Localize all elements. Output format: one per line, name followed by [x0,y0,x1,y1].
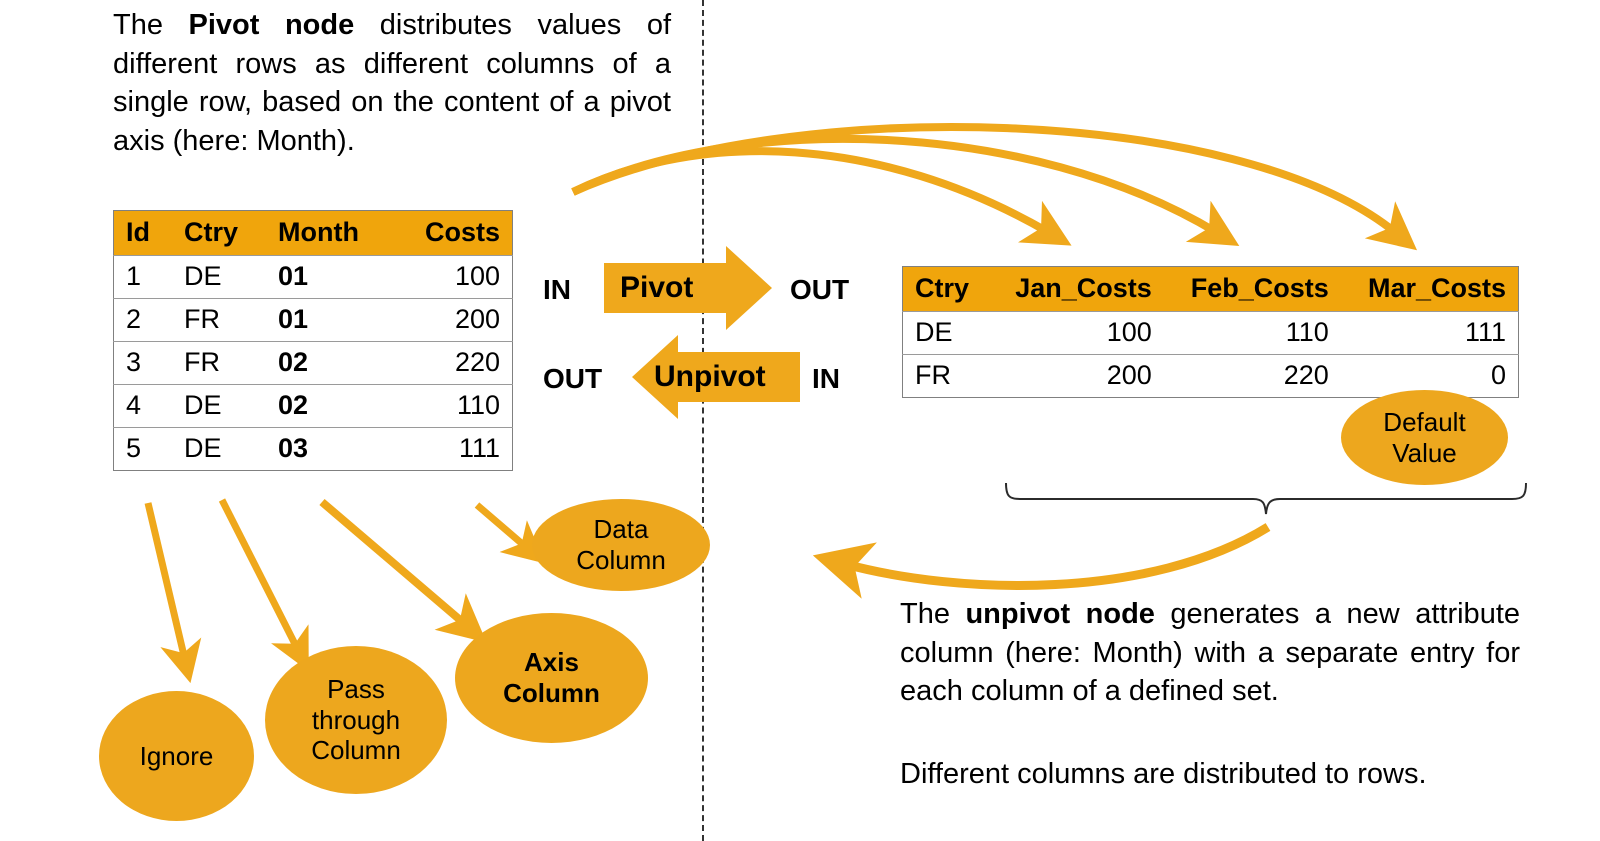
unpivot-desc-lead: The [900,598,966,630]
cell-mar: 0 [1340,354,1519,398]
default-value-line1: Default [1383,406,1466,437]
pass-through-line2: through [311,704,401,735]
unpivot-description-text-2: Different columns are distributed to row… [900,755,1540,794]
ignore-callout: Ignore [99,691,254,821]
unpivot-arrow-label: Unpivot [654,360,766,393]
input-header-ctry: Ctry [171,210,266,256]
unpivot-in-label: IN [812,363,840,394]
cell-ctry: FR [171,341,266,385]
pass-through-column-callout: Pass through Column [265,646,447,794]
unpivot-description-text: The unpivot node generates a new attribu… [900,595,1520,711]
cell-costs: 110 [392,384,513,428]
table-row: 4 DE 02 110 [113,384,513,428]
unpivot-out-label: OUT [543,363,603,394]
pivot-desc-line2: different rows as different columns of [113,47,637,80]
pivot-desc-line3: a single row, based on the content of [113,47,671,119]
column-set-brace [1005,482,1527,515]
cell-feb: 220 [1163,354,1341,398]
unpivot-desc-rest: generates a new attribute column (here: … [900,598,1521,708]
output-header-feb: Feb_Costs [1163,266,1341,312]
input-header-month: Month [265,210,393,256]
pivot-desc-lead: The [113,9,189,41]
cell-id: 5 [113,427,172,471]
output-table-wrap: Ctry Jan_Costs Feb_Costs Mar_Costs DE 10… [902,266,1519,398]
pivot-arrow-label: Pivot [620,271,694,304]
cell-id: 2 [113,298,172,342]
curved-arrow-unpivot-back [812,523,1271,599]
axis-column-line1: Axis [524,647,579,678]
table-row: 2 FR 01 200 [113,298,513,342]
cell-feb: 110 [1163,311,1341,355]
curved-arrow-to-jan [571,147,1072,246]
cell-id: 4 [113,384,172,428]
output-header-ctry: Ctry [902,266,989,312]
data-column-line1: Data [593,514,649,545]
output-header-jan: Jan_Costs [988,266,1164,312]
output-table-header-row: Ctry Jan_Costs Feb_Costs Mar_Costs [902,266,1519,312]
cell-costs: 220 [392,341,513,385]
cell-month: 01 [265,255,393,299]
cell-id: 3 [113,341,172,385]
cell-month: 03 [265,427,393,471]
cell-costs: 200 [392,298,513,342]
input-header-costs: Costs [392,210,513,256]
cell-ctry: FR [902,354,989,398]
cell-mar: 111 [1340,311,1519,355]
cell-costs: 100 [392,255,513,299]
pivot-in-label: IN [543,274,571,305]
cell-ctry: DE [171,384,266,428]
unpivot-desc-para2: Different columns are distributed to row… [900,758,1427,790]
pivot-out-label: OUT [790,274,850,305]
input-table: Id Ctry Month Costs 1 DE 01 100 2 FR 01 [113,210,513,471]
axis-column-callout: Axis Column [455,613,648,743]
cell-month: 02 [265,384,393,428]
arrow-to-pass-through [218,498,309,672]
table-row: DE 100 110 111 [902,311,1519,355]
input-table-header-row: Id Ctry Month Costs [113,210,513,256]
curved-arrow-to-mar [571,123,1418,251]
ignore-label: Ignore [139,740,214,771]
pass-through-line1: Pass [327,673,385,704]
data-column-callout: Data Column [532,499,710,591]
data-column-line2: Column [576,545,666,575]
pivot-desc-line4: a pivot axis (here: Month). [113,86,671,157]
default-value-callout: Default Value [1341,390,1508,485]
input-table-wrap: Id Ctry Month Costs 1 DE 01 100 2 FR 01 [113,210,513,471]
pivot-desc-rest: distributes values of [354,9,672,41]
arrow-to-ignore [144,502,202,684]
table-row: 1 DE 01 100 [113,255,513,299]
cell-ctry: DE [902,311,989,355]
table-row: FR 200 220 0 [902,354,1519,398]
cell-id: 1 [113,255,172,299]
input-header-id: Id [113,210,172,256]
vertical-dashed-divider [702,0,704,841]
unpivot-desc-bold: unpivot node [965,598,1155,630]
cell-costs: 111 [392,427,513,471]
output-header-mar: Mar_Costs [1340,266,1519,312]
cell-month: 01 [265,298,393,342]
pivot-description-text: The Pivot node distributes values of dif… [113,6,671,160]
default-value-line2: Value [1392,437,1457,468]
arrow-to-axis-column [319,498,487,643]
axis-column-line2: Column [503,678,600,708]
pivot-desc-bold: Pivot node [188,9,355,41]
table-row: 3 FR 02 220 [113,341,513,385]
output-table: Ctry Jan_Costs Feb_Costs Mar_Costs DE 10… [902,266,1519,398]
table-row: 5 DE 03 111 [113,427,513,471]
cell-ctry: DE [171,427,266,471]
cell-ctry: DE [171,255,266,299]
cell-jan: 100 [988,311,1164,355]
cell-month: 02 [265,341,393,385]
arrow-to-data-column [474,502,546,564]
pass-through-line3: Column [311,735,401,766]
cell-jan: 200 [988,354,1164,398]
cell-ctry: FR [171,298,266,342]
